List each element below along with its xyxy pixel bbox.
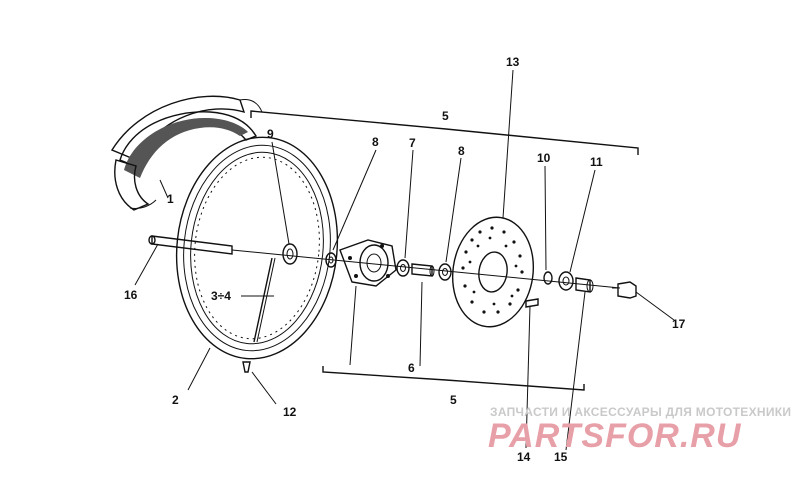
spoke: [241, 257, 276, 343]
hub: [339, 239, 397, 287]
spacer-15: [575, 277, 594, 293]
callout-3-4: 3÷4: [211, 289, 231, 303]
valve: [242, 361, 251, 373]
tire-section: [110, 95, 263, 211]
callout-8-left: 8: [372, 135, 379, 149]
watermark: ЗАПЧАСТИ И АКСЕССУАРЫ ДЛЯ МОТОТЕХНИКИ PA…: [488, 405, 791, 455]
callout-1: 1: [167, 192, 174, 206]
bracket-top: [250, 110, 639, 155]
callout-6: 6: [408, 361, 415, 375]
seal: [558, 271, 574, 291]
callout-10: 10: [537, 151, 551, 165]
callout-5-top: 5: [442, 109, 449, 123]
bearing-left: [325, 252, 337, 268]
callout-5-bottom: 5: [450, 393, 457, 407]
callout-7: 7: [409, 136, 416, 150]
bearing-right: [438, 263, 452, 281]
bracket-bottom: [322, 366, 585, 391]
callout-14: 14: [517, 450, 531, 464]
disc-bolt: [525, 298, 539, 308]
callout-13: 13: [506, 55, 520, 69]
callout-2: 2: [172, 393, 179, 407]
rim: [175, 136, 339, 360]
callout-17: 17: [672, 317, 686, 331]
watermark-tagline: ЗАПЧАСТИ И АКСЕССУАРЫ ДЛЯ МОТОТЕХНИКИ: [490, 405, 791, 419]
circlip: [543, 271, 553, 285]
spacer-tube-6: [411, 263, 435, 277]
callout-9: 9: [267, 127, 274, 141]
leader-lines: [134, 69, 675, 451]
brake-disc: [451, 216, 535, 328]
spacer-9: [282, 243, 298, 265]
callout-8-right: 8: [458, 144, 465, 158]
bearing-7: [396, 259, 410, 277]
callout-15: 15: [554, 450, 568, 464]
axle-bolt: [612, 281, 637, 299]
callout-labels: 1 2 3÷4 5 5 6 7 8 8 9 10 11 12 13 14 15 …: [124, 55, 686, 464]
callout-11: 11: [590, 155, 603, 169]
watermark-brand: PARTSFOR.RU: [488, 417, 742, 455]
callout-16: 16: [124, 288, 138, 302]
callout-12: 12: [283, 405, 297, 419]
